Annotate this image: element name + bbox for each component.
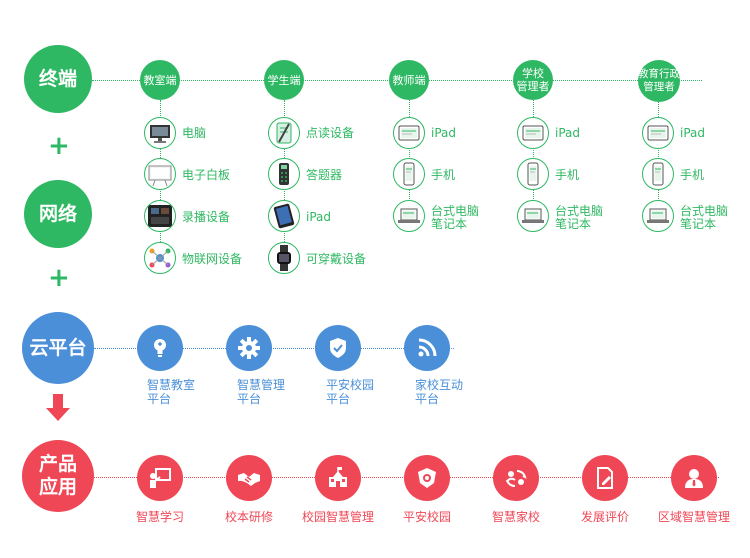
down-arrow-head (46, 408, 70, 421)
rss-icon (404, 325, 450, 371)
product-item-label: 智慧家校 (491, 510, 540, 524)
cloud-item-label: 智慧教室 平台 (147, 378, 196, 406)
product-node-label-line1: 产品 (38, 453, 77, 475)
product-item-label: 智慧学习 (135, 510, 184, 524)
device-label: 物联网设备 (182, 252, 243, 266)
device-label: 可穿戴设备 (306, 252, 367, 266)
device-label: 电脑 (182, 126, 207, 140)
education-admin-node: 教育行政 管理者 (638, 60, 680, 102)
cloud-platform-node-label: 云平台 (29, 336, 87, 359)
column-connector (409, 100, 410, 215)
device-label: 台式电脑 笔记本 (431, 204, 480, 231)
monitor-icon (144, 117, 176, 149)
reading-pen-icon (268, 117, 300, 149)
product-item-label: 发展评价 (580, 510, 629, 524)
handshake-icon (226, 455, 272, 501)
teacher-end-label: 教师端 (392, 73, 426, 87)
student-end-node: 学生端 (264, 60, 304, 100)
shield-icon (315, 325, 361, 371)
classroom-end-node: 教室端 (140, 60, 180, 100)
ipad-icon (268, 200, 300, 232)
product-item-label: 校园智慧管理 (301, 510, 374, 524)
device-label: 台式电脑 笔记本 (680, 204, 729, 231)
cloud-item-label: 平安校园 平台 (326, 378, 375, 406)
device-label: iPad (431, 126, 457, 140)
plus-icon: + (48, 131, 70, 161)
laptop-icon (393, 200, 425, 232)
network-node: 网络 (24, 180, 92, 248)
cloud-platform-node: 云平台 (22, 312, 94, 384)
classroom-end-label: 教室端 (143, 73, 177, 87)
laptop-icon (642, 200, 674, 232)
product-node-label-line2: 应用 (38, 476, 77, 498)
device-label: iPad (306, 210, 332, 224)
education-admin-label-line2: 管理者 (643, 81, 675, 93)
teacher-end-node: 教师端 (389, 60, 429, 100)
teacher-board-icon (137, 455, 183, 501)
product-item-label: 平安校园 (402, 510, 451, 524)
school-manager-label-line1: 学校 (522, 67, 544, 80)
device-label: 台式电脑 笔记本 (555, 204, 604, 231)
device-label: 录播设备 (182, 210, 231, 224)
down-arrow-icon (53, 394, 63, 409)
document-edit-icon (582, 455, 628, 501)
laptop-icon (517, 200, 549, 232)
device-label: 电子白板 (182, 168, 231, 182)
cloud-connector-line (94, 348, 454, 349)
ipad-screen-icon (517, 117, 549, 149)
network-node-label: 网络 (38, 202, 77, 225)
iot-device-icon (144, 242, 176, 274)
device-label: 点读设备 (306, 126, 355, 140)
plus-icon: + (48, 263, 70, 293)
police-badge-icon (404, 455, 450, 501)
device-label: 手机 (431, 168, 456, 182)
school-manager-label-line2: 管理者 (516, 80, 550, 93)
school-building-icon (315, 455, 361, 501)
recording-device-icon (144, 200, 176, 232)
product-item-label: 校本研修 (224, 510, 273, 524)
device-label: iPad (680, 126, 706, 140)
lightbulb-icon (137, 325, 183, 371)
device-label: 手机 (555, 168, 580, 182)
whiteboard-icon (144, 158, 176, 190)
phone-icon (642, 158, 674, 190)
cloud-item-label: 家校互动 平台 (415, 378, 464, 406)
column-connector (658, 100, 659, 215)
family-exchange-icon (493, 455, 539, 501)
education-admin-label-line1: 教育行政 (638, 68, 680, 80)
manager-icon (671, 455, 717, 501)
gear-icon (226, 325, 272, 371)
school-manager-node: 学校 管理者 (513, 60, 553, 100)
answer-clicker-icon (268, 158, 300, 190)
ipad-screen-icon (642, 117, 674, 149)
terminal-node-label: 终端 (38, 67, 77, 90)
device-label: 手机 (680, 168, 705, 182)
ipad-screen-icon (393, 117, 425, 149)
phone-icon (393, 158, 425, 190)
product-item-label: 区域智慧管理 (657, 510, 730, 524)
student-end-label: 学生端 (267, 73, 301, 87)
product-application-node: 产品 应用 (22, 440, 94, 512)
smartwatch-icon (268, 242, 300, 274)
phone-icon (517, 158, 549, 190)
terminal-node: 终端 (24, 45, 92, 113)
column-connector (533, 100, 534, 215)
cloud-item-label: 智慧管理 平台 (237, 378, 286, 406)
device-label: iPad (555, 126, 581, 140)
device-label: 答题器 (306, 168, 343, 182)
